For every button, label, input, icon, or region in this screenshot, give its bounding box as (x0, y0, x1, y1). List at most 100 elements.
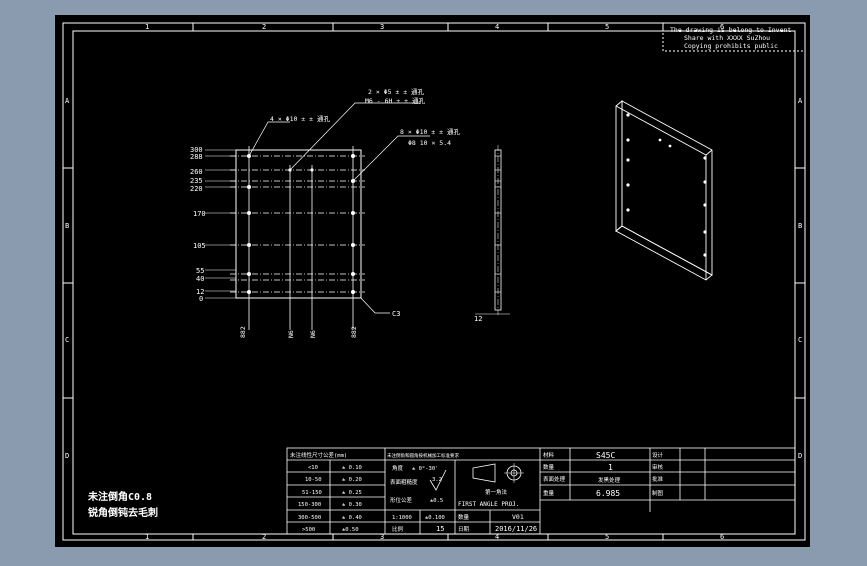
tol-val-2: ± 0.25 (342, 490, 362, 496)
col-label-4b: 4 (495, 533, 499, 541)
drawing-sheet (55, 15, 810, 547)
angle-label: 角度 (392, 464, 404, 472)
chamfer-label: C3 (392, 310, 400, 318)
dim-170: 170 (193, 210, 206, 218)
dim-300: 300 (190, 146, 203, 154)
size-value: ±0.100 (425, 515, 445, 521)
col-label-1: 1 (145, 23, 149, 31)
copyright-notice: The drawing is belong to Invent Share wi… (662, 22, 806, 52)
tol-val-3: ± 0.30 (342, 502, 362, 508)
count: 1 (608, 463, 613, 472)
tol-val-1: ± 0.20 (342, 477, 362, 483)
bottom-dim-mid2: N6 (309, 330, 317, 338)
side-view (475, 145, 510, 315)
col-label-1b: 1 (145, 533, 149, 541)
tol-range-2: 51-150 (302, 490, 322, 496)
dim-55: 55 (196, 267, 204, 275)
tol-val-5: ±0.50 (342, 527, 359, 533)
col-label-5: 5 (605, 23, 609, 31)
zone-rows: A B C D A B C D (63, 97, 805, 460)
dim-260: 260 (190, 168, 203, 176)
roughness-label: 表面粗糙度 (390, 478, 418, 486)
col-label-6: 6 (720, 23, 724, 31)
finish-label: 表面处理 (543, 475, 566, 483)
tol-range-3: 150-300 (298, 502, 321, 508)
tol-val-0: ± 0.10 (342, 465, 362, 471)
callout-thread-2: M6 - 6H ± ± 通孔 (365, 96, 425, 105)
tol-header: 未注线性尺寸公差(mm) (290, 451, 347, 459)
dim-12: 12 (196, 288, 204, 296)
dim-40: 40 (196, 275, 204, 283)
callout-holes-large-1: 8 × Φ10 ± ± 通孔 (400, 127, 460, 136)
row-label-a-r: A (798, 97, 803, 105)
bottom-dim-left: 882 (239, 326, 247, 338)
notes-header: 未注倒角和圆角按机械加工标准要求 (387, 452, 459, 459)
row-label-a: A (65, 97, 70, 105)
col-label-5b: 5 (605, 533, 609, 541)
roughness-value: 3.2 (432, 477, 442, 483)
form-label: 形位公差 (390, 496, 413, 504)
callout-thread-1: 2 × Φ5 ± ± 通孔 (368, 87, 425, 96)
dim-220: 220 (190, 185, 203, 193)
angle-value: ± 0°-30' (412, 466, 439, 472)
size-label: 1:1000 (392, 515, 412, 521)
callout-holes-small: 4 × Φ10 ± ± 通孔 (270, 114, 330, 123)
bottom-dim-right: 882 (350, 326, 358, 338)
col-label-4: 4 (495, 23, 499, 31)
front-view (205, 102, 430, 330)
design-label: 设计 (652, 451, 664, 459)
check-label: 审核 (652, 463, 664, 471)
material: S45C (596, 451, 615, 460)
title-block (286, 447, 796, 535)
dim-0: 0 (199, 295, 203, 303)
callout-holes-large-2: Φ8 10 × 5.4 (408, 139, 451, 147)
dim-105: 105 (193, 242, 206, 250)
note-line-1: 未注倒角C0.8 (87, 490, 152, 503)
col-label-2: 2 (262, 23, 266, 31)
form-value: ±0.5 (430, 498, 443, 504)
tol-range-1: 10-50 (305, 477, 322, 483)
tol-range-5: >500 (302, 527, 315, 533)
qty-label: 数量 (458, 513, 470, 521)
tol-val-4: ± 0.40 (342, 515, 362, 521)
iso-view (615, 100, 713, 281)
date-label: 日期 (458, 526, 470, 533)
plate-outline (235, 149, 362, 299)
col-label-2b: 2 (262, 533, 266, 541)
dim-288: 288 (190, 153, 203, 161)
sheet-no: 15 (436, 525, 444, 533)
side-thickness: 12 (474, 315, 482, 323)
row-label-b-r: B (798, 222, 802, 230)
approve-label: 批准 (652, 475, 664, 483)
bottom-dim-mid1: N6 (287, 330, 295, 338)
scale-label: 比例 (392, 525, 404, 533)
dim-235: 235 (190, 177, 203, 185)
front-view-labels: 300 288 260 235 220 170 105 55 40 12 0 4… (190, 87, 460, 338)
notice-line-2: Share with XXXX SuZhou (684, 34, 770, 42)
row-label-d: D (65, 452, 69, 460)
notice-line-1: The drawing is belong to Invent (670, 26, 791, 34)
weight: 6.985 (596, 489, 620, 498)
row-label-c-r: C (798, 336, 802, 344)
projection: FIRST ANGLE PROJ. (458, 501, 519, 508)
count-label: 数量 (543, 463, 555, 471)
material-label: 材料 (543, 451, 555, 459)
row-label-d-r: D (798, 452, 802, 460)
row-label-b: B (65, 222, 69, 230)
date: 2016/11/26 (495, 525, 537, 533)
drafter-label: 制图 (652, 489, 664, 497)
col-label-3: 3 (380, 23, 384, 31)
weight-label: 重量 (543, 489, 555, 497)
col-label-6b: 6 (720, 533, 724, 541)
tol-range-0: <10 (308, 465, 318, 471)
outer-border (62, 22, 806, 541)
notice-line-3: Copying prohibits public (684, 42, 778, 50)
row-label-c: C (65, 336, 69, 344)
tech-notes: 未注倒角C0.8 锐角倒钝去毛刺 (87, 490, 158, 519)
finish: 发黑处理 (598, 476, 621, 484)
title-block-text: 未注线性尺寸公差(mm) <10 ± 0.10 10-50 ± 0.20 51-… (290, 451, 664, 533)
projection-cn: 第一角法 (485, 488, 508, 496)
version: V01 (512, 513, 524, 521)
